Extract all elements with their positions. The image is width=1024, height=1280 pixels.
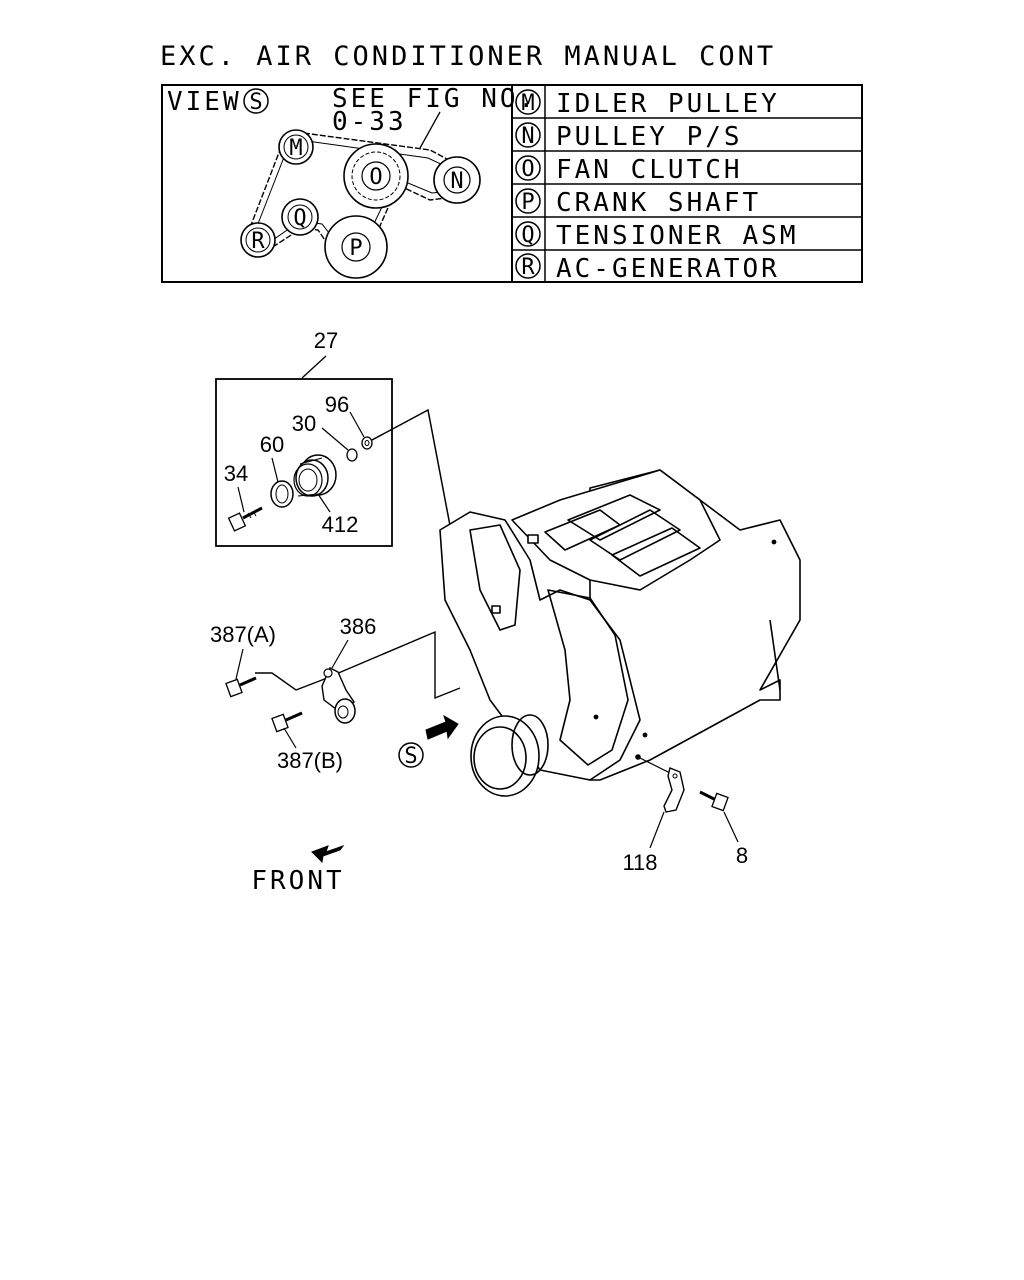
see-fig-leader bbox=[419, 111, 441, 149]
idler-pulley-kit-box: 34 60 30 96 412 bbox=[215, 378, 393, 547]
legend-row-p: P CRANK SHAFT bbox=[515, 188, 761, 218]
header-table bbox=[161, 84, 863, 283]
legend-letter: O bbox=[521, 157, 534, 182]
callout-34: 34 bbox=[224, 461, 248, 486]
bracket-118 bbox=[637, 756, 685, 813]
svg-text:N: N bbox=[450, 169, 463, 194]
tensioner-assembly bbox=[225, 630, 461, 733]
callout-96: 96 bbox=[325, 392, 349, 417]
view-s-arrow: S bbox=[398, 714, 459, 769]
svg-text:Q: Q bbox=[293, 206, 306, 231]
view-arrow-letter: S bbox=[404, 744, 417, 769]
view-letter: S bbox=[249, 90, 262, 115]
callout-118: 118 bbox=[622, 850, 657, 875]
callout-387b: 387(B) bbox=[277, 748, 343, 773]
see-fig-line2: 0-33 bbox=[332, 107, 407, 137]
callout-30: 30 bbox=[292, 411, 316, 436]
pulley-q: Q bbox=[281, 198, 319, 236]
part-60-ring bbox=[270, 480, 294, 508]
see-fig-line1: SEE FIG NO. bbox=[332, 84, 537, 114]
svg-text:M: M bbox=[289, 136, 302, 161]
legend-row-r: R AC-GENERATOR bbox=[515, 253, 780, 284]
callout-387a: 387(A) bbox=[210, 622, 276, 647]
bolt-387a bbox=[225, 676, 257, 698]
legend-letter: Q bbox=[521, 223, 534, 248]
legend-row-n: N PULLEY P/S bbox=[515, 122, 743, 152]
legend-letter: R bbox=[521, 255, 535, 280]
pulley-r: R bbox=[240, 222, 276, 258]
legend-name: PULLEY P/S bbox=[556, 122, 743, 152]
engine-block bbox=[439, 469, 801, 797]
legend-name: AC-GENERATOR bbox=[556, 254, 780, 284]
legend-name: IDLER PULLEY bbox=[556, 89, 780, 119]
callout-386: 386 bbox=[340, 614, 377, 639]
legend: M IDLER PULLEY N PULLEY P/S O FAN CLUTCH… bbox=[515, 89, 799, 284]
legend-letter: M bbox=[521, 91, 534, 116]
legend-letter: P bbox=[521, 190, 534, 215]
legend-letter: N bbox=[521, 124, 534, 149]
pulley-412 bbox=[293, 454, 337, 497]
view-label: VIEW bbox=[167, 87, 242, 117]
belt-routing-view: VIEW S SEE FIG NO. 0-33 M O N Q bbox=[167, 84, 537, 279]
part-96 bbox=[361, 436, 373, 450]
pulley-m: M bbox=[278, 129, 314, 165]
tensioner-leader-line bbox=[255, 630, 461, 700]
bolt-387b bbox=[271, 711, 303, 733]
pulley-p: P bbox=[324, 215, 388, 279]
front-arrow bbox=[311, 844, 345, 864]
callout-60: 60 bbox=[260, 432, 284, 457]
callout-8: 8 bbox=[736, 843, 748, 868]
bolt-8 bbox=[699, 790, 729, 812]
view-letter-circle bbox=[243, 88, 269, 114]
legend-row-q: Q TENSIONER ASM bbox=[515, 221, 799, 251]
part-30 bbox=[346, 448, 358, 462]
callout-27: 27 bbox=[314, 328, 338, 353]
legend-name: FAN CLUTCH bbox=[556, 155, 743, 185]
front-label: FRONT bbox=[251, 866, 344, 896]
legend-name: CRANK SHAFT bbox=[556, 188, 761, 218]
bolt-34 bbox=[227, 506, 263, 532]
legend-row-m: M IDLER PULLEY bbox=[515, 89, 780, 119]
callout-412: 412 bbox=[322, 512, 359, 537]
diagram-title: EXC. AIR CONDITIONER MANUAL CONT bbox=[160, 41, 776, 72]
pulley-n: N bbox=[433, 156, 481, 204]
svg-text:P: P bbox=[349, 236, 362, 261]
svg-text:R: R bbox=[251, 229, 265, 254]
pulley-o: O bbox=[343, 143, 409, 209]
legend-row-o: O FAN CLUTCH bbox=[515, 155, 743, 185]
svg-text:O: O bbox=[369, 165, 382, 190]
legend-name: TENSIONER ASM bbox=[556, 221, 799, 251]
